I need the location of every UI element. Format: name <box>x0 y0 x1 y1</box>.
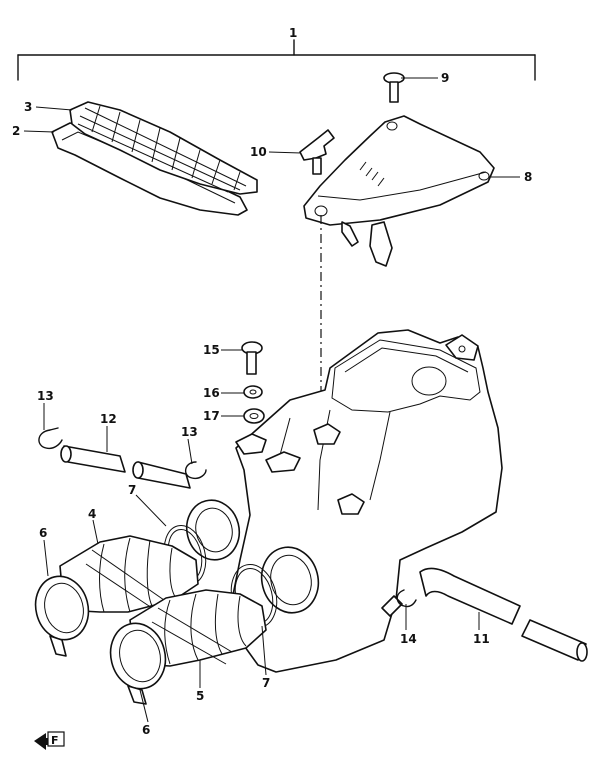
callout-6a: 6 <box>39 526 47 540</box>
callout-4: 4 <box>88 507 96 521</box>
callout-12: 12 <box>100 412 117 426</box>
callout-7a: 7 <box>128 483 136 497</box>
callout-7b: 7 <box>262 676 270 690</box>
clip-13a <box>38 427 63 450</box>
intake-boot-5 <box>109 589 267 705</box>
callout-15: 15 <box>203 343 220 357</box>
washer-16 <box>243 385 263 399</box>
front-badge-label: F <box>51 734 59 747</box>
assembly-bracket <box>17 39 536 81</box>
callout-8: 8 <box>524 170 532 184</box>
callout-9: 9 <box>441 71 449 85</box>
callout-16: 16 <box>203 386 220 400</box>
callout-1: 1 <box>289 26 297 40</box>
callout-10: 10 <box>250 145 267 159</box>
screw-15 <box>241 341 263 375</box>
callout-2: 2 <box>12 124 20 138</box>
filter-element <box>69 101 258 195</box>
callout-13a: 13 <box>37 389 54 403</box>
callout-5: 5 <box>196 689 204 703</box>
washer-17 <box>243 408 265 424</box>
leader-lines <box>23 77 520 723</box>
air-cleaner-case <box>185 329 503 673</box>
wing-bolt-10 <box>299 129 335 175</box>
hose-11 <box>419 567 588 662</box>
callout-3: 3 <box>24 100 32 114</box>
callouts: 1 3 2 9 10 8 15 16 17 13 12 13 7 4 6 5 7… <box>12 26 532 737</box>
callout-13b: 13 <box>181 425 198 439</box>
callout-6b: 6 <box>142 723 150 737</box>
callout-14: 14 <box>400 632 417 646</box>
callout-11: 11 <box>473 632 490 646</box>
front-direction-badge: F <box>34 731 65 750</box>
hose-12 <box>60 445 191 489</box>
intake-boot-4 <box>34 535 199 657</box>
screw-9 <box>383 72 405 103</box>
callout-17: 17 <box>203 409 220 423</box>
clip-14 <box>396 589 417 608</box>
air-cleaner-cover <box>303 115 495 267</box>
clip-13b <box>185 461 207 480</box>
